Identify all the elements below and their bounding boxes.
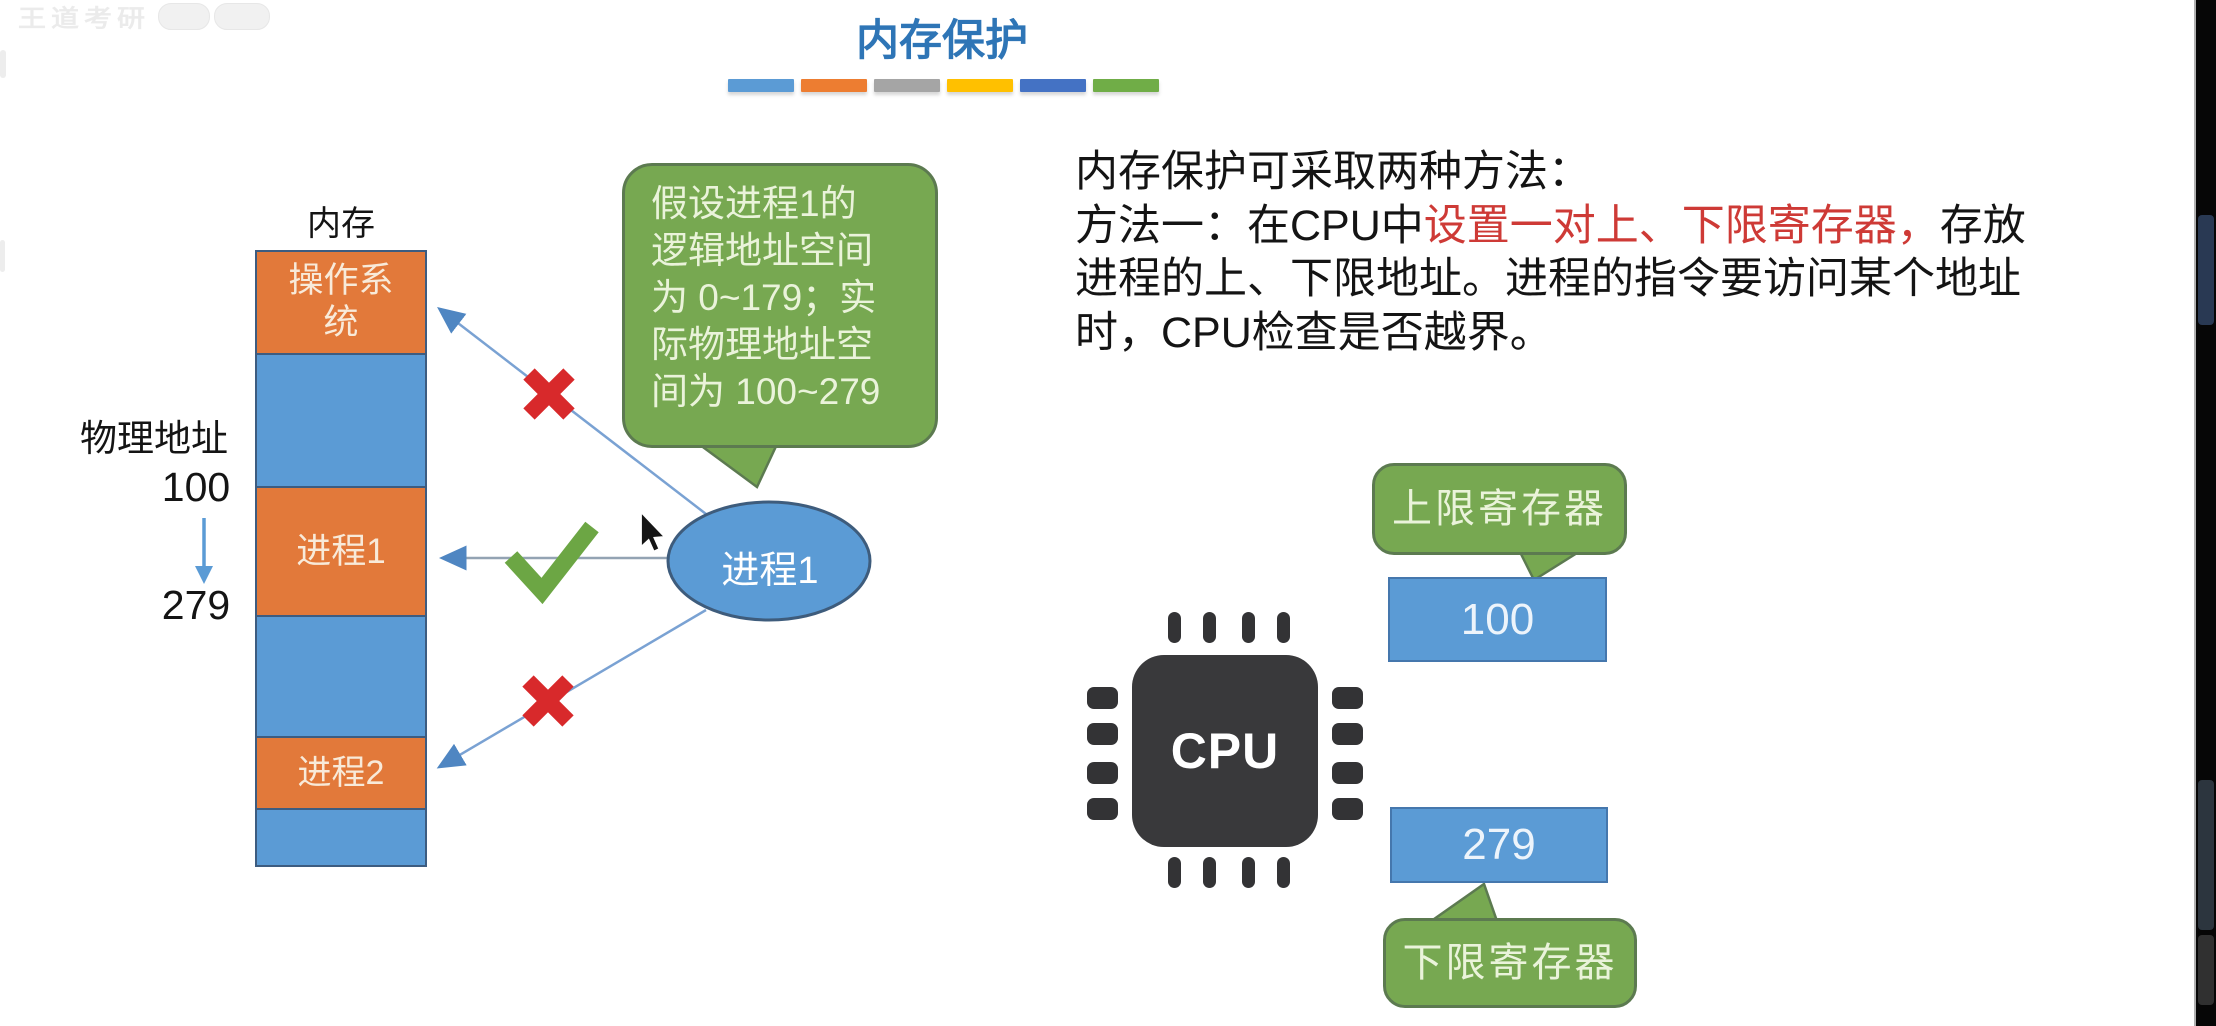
cpu-pin bbox=[1332, 798, 1363, 820]
divider-bar bbox=[1020, 79, 1086, 92]
address-start: 100 bbox=[161, 464, 231, 510]
cpu-pin bbox=[1087, 762, 1118, 784]
memory-block-process1: 进程1 bbox=[257, 486, 425, 615]
divider-bar bbox=[801, 79, 867, 92]
cpu-pin bbox=[1332, 762, 1363, 784]
paragraph-line: 方法一：在CPU中设置一对上、下限寄存器，存放 bbox=[1075, 200, 2185, 254]
page-title: 内存保护 bbox=[856, 17, 1028, 65]
address-range-arrow-icon bbox=[195, 518, 213, 584]
paragraph-text: 方法一：在CPU中 bbox=[1075, 201, 1424, 250]
callout-text: 假设进程1的 逻辑地址空间 为 0~179；实 际物理地址空 间为 100~27… bbox=[651, 183, 881, 412]
edge-artifact bbox=[0, 240, 5, 272]
memory-column: 操作系 统 进程1 进程2 bbox=[255, 250, 427, 867]
cpu-chip-body: CPU bbox=[1132, 655, 1318, 847]
arrow-to-process2 bbox=[436, 608, 707, 769]
arrow-to-os bbox=[437, 306, 707, 515]
paragraph-line: 内存保护可采取两种方法： bbox=[1075, 148, 1591, 196]
cross-mark-icon bbox=[522, 675, 574, 727]
memory-block-process2: 进程2 bbox=[257, 736, 425, 808]
cpu-pin bbox=[1332, 687, 1363, 709]
cpu-pin bbox=[1242, 857, 1255, 888]
cpu-pin bbox=[1168, 857, 1181, 888]
cpu-pin bbox=[1203, 612, 1216, 643]
cpu-pin bbox=[1087, 687, 1118, 709]
physical-address-label: 物理地址 bbox=[80, 418, 228, 459]
paragraph-highlight: 设置一对上、下限寄存器， bbox=[1423, 201, 1940, 250]
cpu-pin bbox=[1277, 612, 1290, 643]
watermark-logo-icon bbox=[214, 3, 270, 30]
lower-register-value-box: 279 bbox=[1390, 807, 1608, 883]
frame-artifact bbox=[2198, 780, 2214, 930]
divider-bar bbox=[947, 79, 1013, 92]
cross-mark-icon bbox=[523, 368, 575, 420]
cpu-pin bbox=[1242, 612, 1255, 643]
watermark-logo-icon bbox=[158, 3, 210, 30]
cpu-pin bbox=[1203, 857, 1216, 888]
cpu-pin bbox=[1087, 723, 1118, 745]
memory-block-free bbox=[257, 615, 425, 736]
memory-title: 内存 bbox=[307, 205, 375, 243]
video-frame-edge bbox=[2194, 0, 2196, 1026]
upper-register-callout: 上限寄存器 bbox=[1372, 463, 1627, 555]
paragraph-line: 进程的上、下限地址。进程的指令要访问某个地址 bbox=[1075, 255, 2021, 303]
divider-bar bbox=[874, 79, 940, 92]
title-divider-bars bbox=[728, 79, 1159, 92]
check-mark-icon bbox=[504, 521, 599, 605]
cpu-icon: CPU bbox=[1082, 607, 1368, 895]
memory-block-free bbox=[257, 808, 425, 859]
cpu-label: CPU bbox=[1170, 723, 1280, 779]
lower-register-callout: 下限寄存器 bbox=[1383, 918, 1637, 1008]
divider-bar bbox=[1093, 79, 1159, 92]
callout-bubble: 假设进程1的 逻辑地址空间 为 0~179；实 际物理地址空 间为 100~27… bbox=[622, 163, 938, 448]
cpu-pin bbox=[1087, 798, 1118, 820]
paragraph-text: 存放 bbox=[1939, 201, 2026, 250]
paragraph-line: 时，CPU检查是否越界。 bbox=[1075, 308, 1553, 357]
mouse-cursor-icon bbox=[640, 509, 667, 553]
memory-block-os: 操作系 统 bbox=[257, 252, 425, 353]
frame-artifact bbox=[2198, 215, 2214, 325]
address-end: 279 bbox=[161, 582, 231, 628]
divider-bar bbox=[728, 79, 794, 92]
process1-ellipse bbox=[666, 500, 872, 622]
frame-artifact bbox=[2198, 935, 2214, 1005]
cpu-pin bbox=[1332, 723, 1363, 745]
upper-register-value-box: 100 bbox=[1388, 577, 1607, 662]
method-paragraph: 内存保护可采取两种方法： 方法一：在CPU中设置一对上、下限寄存器，存放 进程的… bbox=[1075, 146, 2185, 360]
process1-ellipse-label: 进程1 bbox=[721, 550, 819, 592]
cpu-pin bbox=[1277, 857, 1290, 888]
cpu-pin bbox=[1168, 612, 1181, 643]
edge-artifact bbox=[0, 50, 6, 78]
watermark-text: 王道考研 bbox=[18, 5, 151, 32]
memory-block-free bbox=[257, 353, 425, 486]
